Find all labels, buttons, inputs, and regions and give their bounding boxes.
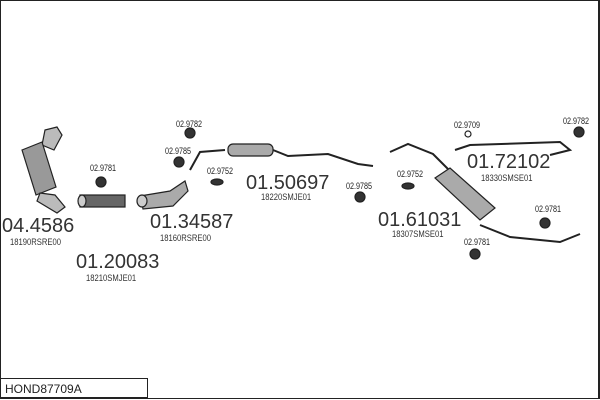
accessory-number: 02.9752 xyxy=(207,166,234,176)
tail-pipe xyxy=(454,140,573,156)
part-number: 01.34587 xyxy=(150,211,234,233)
front-pipe-cat xyxy=(136,180,189,210)
catalytic-converter xyxy=(21,126,66,214)
part-ref: 18160RSRE00 xyxy=(160,233,212,243)
accessory-number: 02.9781 xyxy=(90,163,117,173)
part-ref: 18307SMSE01 xyxy=(392,229,444,239)
part-number: 01.50697 xyxy=(246,172,330,194)
rubber-mounts xyxy=(95,126,585,260)
part-number: 04.4586 xyxy=(2,215,75,237)
accessory-number: 02.9785 xyxy=(165,146,192,156)
center-muffler xyxy=(189,143,374,171)
accessory-number: 02.9709 xyxy=(454,120,481,130)
accessory-number: 02.9752 xyxy=(397,169,424,179)
part-ref: 18330SMSE01 xyxy=(481,173,533,183)
accessory-number: 02.9781 xyxy=(535,204,562,214)
accessory-number: 02.9782 xyxy=(176,119,203,129)
part-ref: 18190RSRE00 xyxy=(10,237,62,247)
flex-pipe xyxy=(77,194,126,208)
accessory-number: 02.9785 xyxy=(346,181,373,191)
part-number: 01.72102 xyxy=(467,151,551,173)
part-number: 01.61031 xyxy=(378,209,462,231)
part-number: 01.20083 xyxy=(76,251,160,273)
part-ref: 18220SMJE01 xyxy=(261,192,312,202)
rear-muffler xyxy=(389,142,581,244)
diagram-code: HOND87709A xyxy=(0,378,148,398)
part-ref: 18210SMJE01 xyxy=(86,273,137,283)
accessory-number: 02.9782 xyxy=(563,116,590,126)
accessory-number: 02.9781 xyxy=(464,237,491,247)
